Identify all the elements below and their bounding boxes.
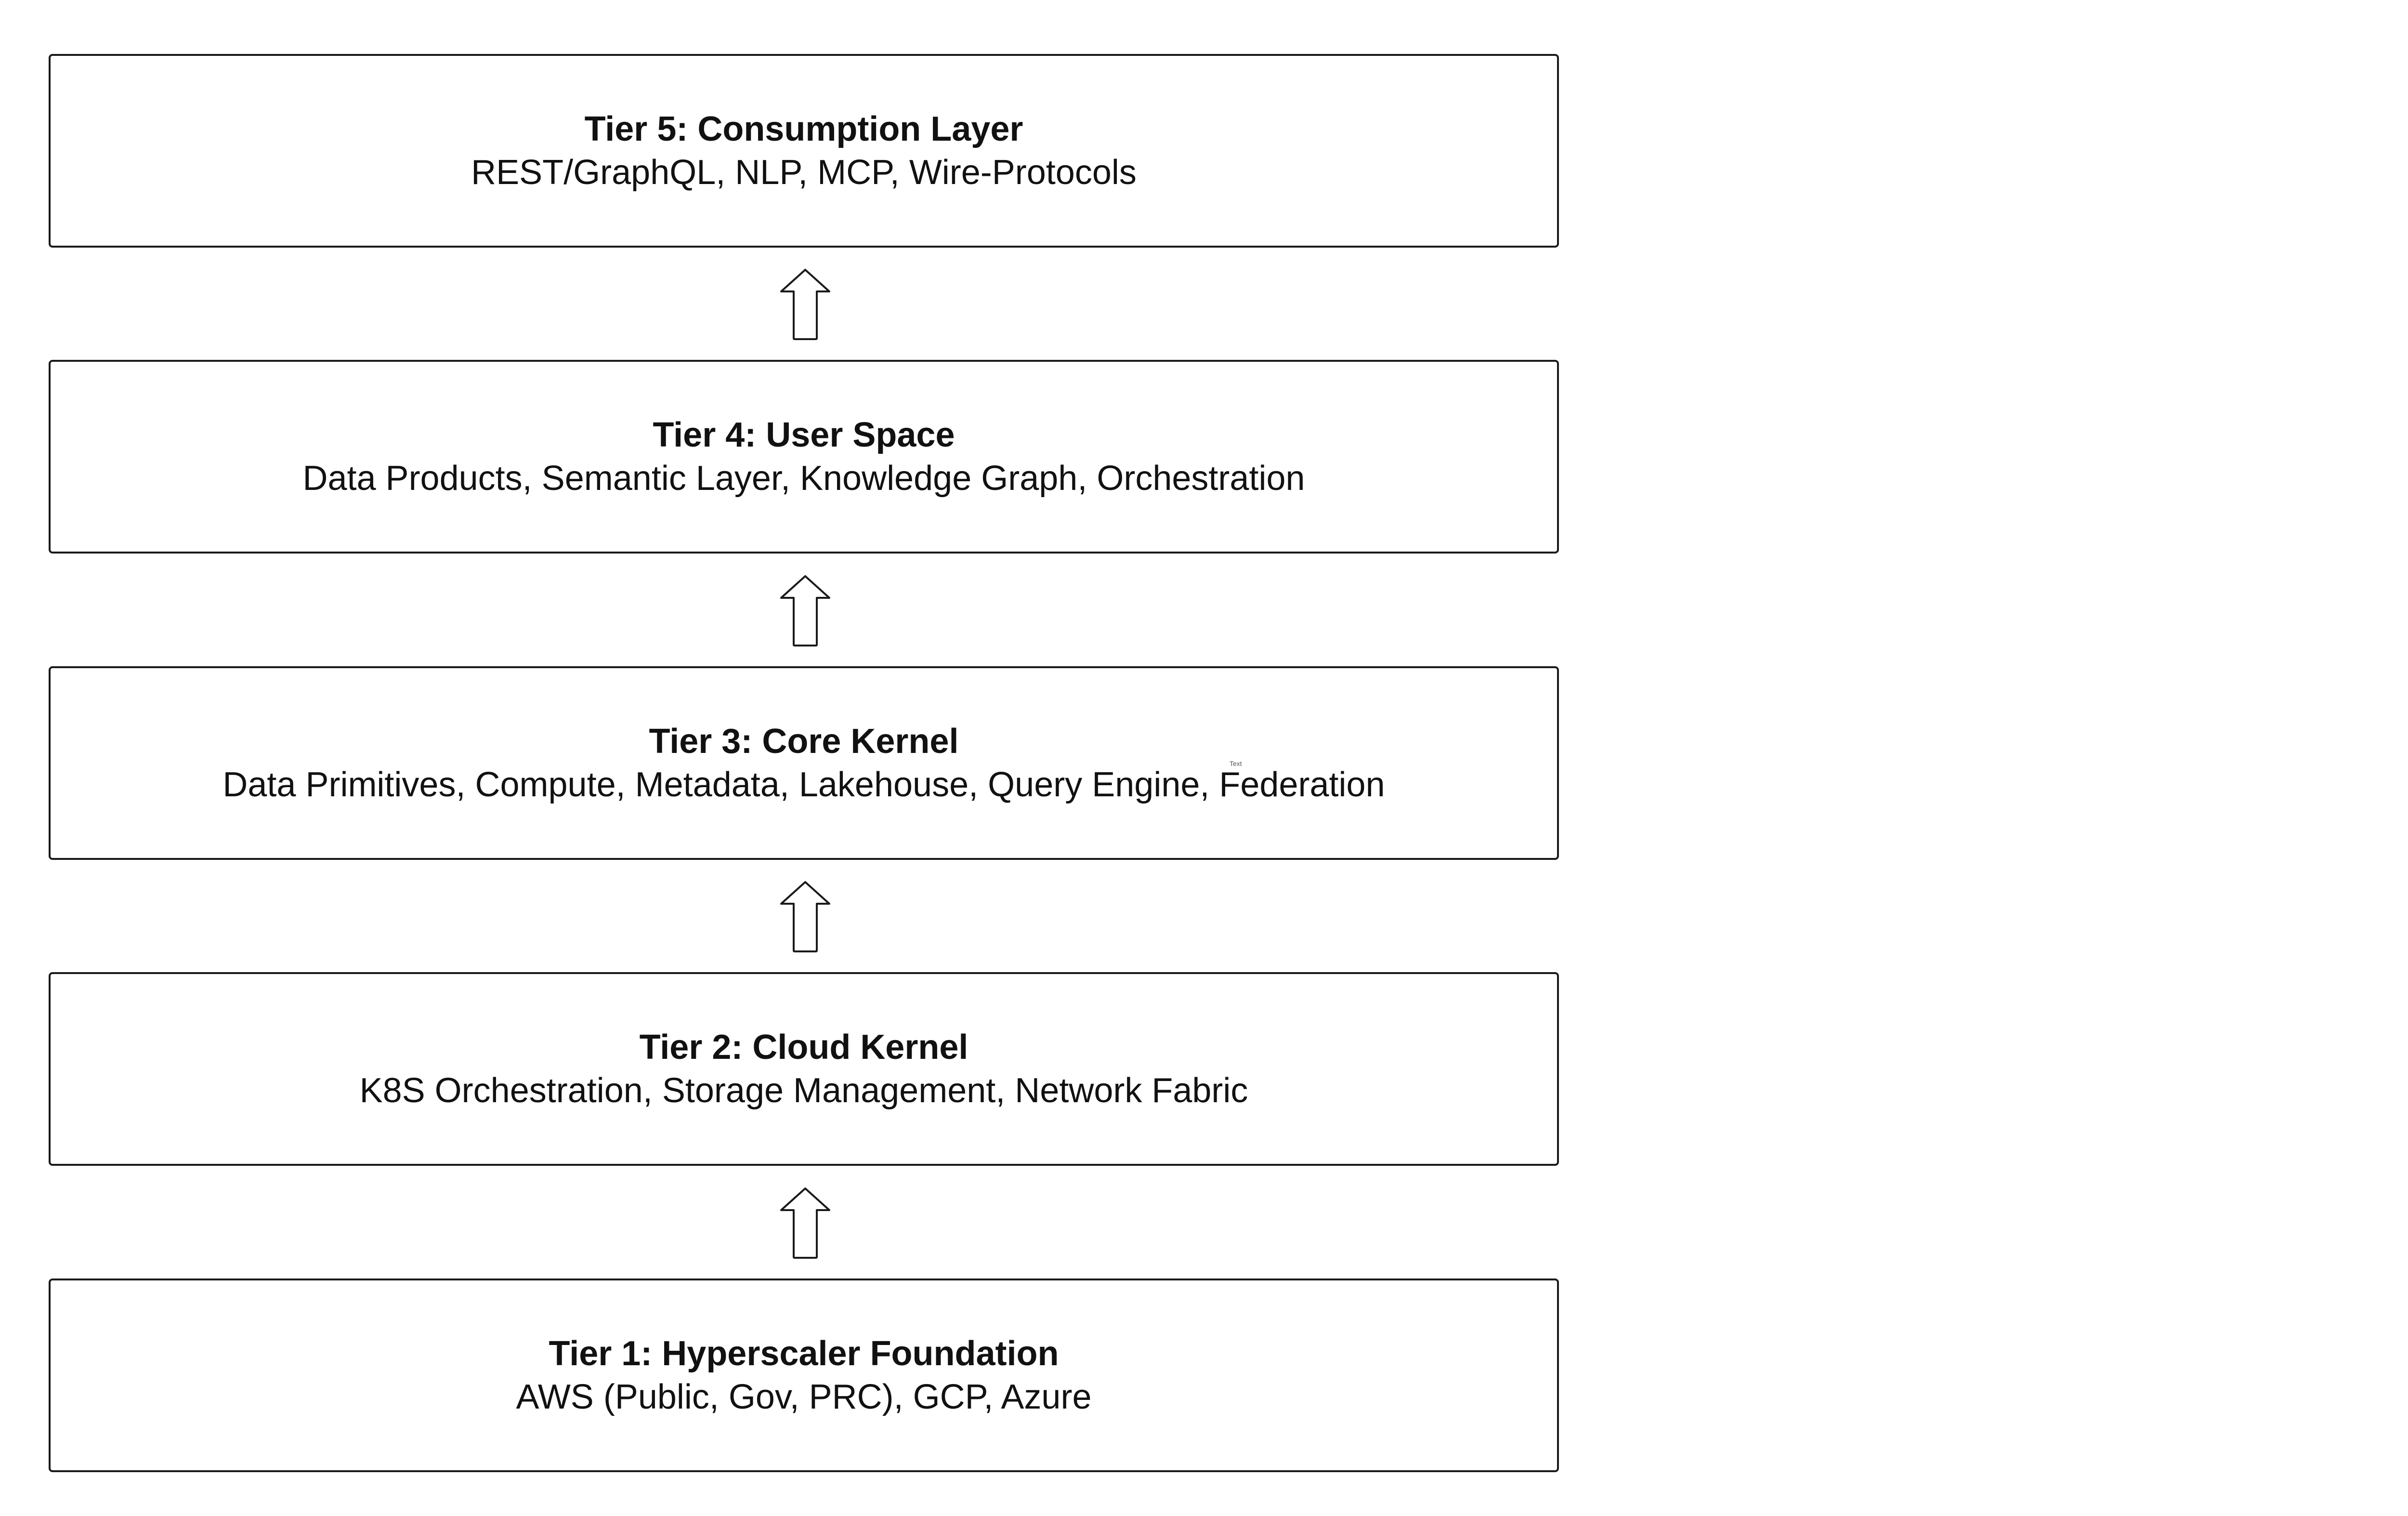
tier-2-description: K8S Orchestration, Storage Management, N… — [359, 1071, 1248, 1110]
tier-4-box: Tier 4: User Space Data Products, Semant… — [49, 360, 1559, 554]
tier-3-box: Tier 3: Core Kernel Data Primitives, Com… — [49, 666, 1559, 860]
up-arrow-icon — [780, 575, 830, 646]
up-arrow-icon — [780, 269, 830, 340]
tier-1-title: Tier 1: Hyperscaler Foundation — [549, 1334, 1059, 1373]
tier-5-description: REST/GraphQL, NLP, MCP, Wire-Protocols — [471, 153, 1137, 192]
tier-3-title: Tier 3: Core Kernel — [649, 722, 959, 761]
tier-5-box: Tier 5: Consumption Layer REST/GraphQL, … — [49, 54, 1559, 248]
tier-4-description: Data Products, Semantic Layer, Knowledge… — [302, 459, 1305, 498]
tier-5-title: Tier 5: Consumption Layer — [584, 110, 1023, 148]
tier-3-description: Data Primitives, Compute, Metadata, Lake… — [222, 765, 1385, 804]
tier-1-description: AWS (Public, Gov, PRC), GCP, Azure — [516, 1378, 1092, 1416]
tier-2-box: Tier 2: Cloud Kernel K8S Orchestration, … — [49, 972, 1559, 1166]
stray-text-label: Text — [1230, 760, 1242, 767]
up-arrow-icon — [780, 881, 830, 952]
up-arrow-icon — [780, 1187, 830, 1259]
tier-1-box: Tier 1: Hyperscaler Foundation AWS (Publ… — [49, 1279, 1559, 1472]
tier-4-title: Tier 4: User Space — [653, 416, 955, 454]
tier-2-title: Tier 2: Cloud Kernel — [639, 1028, 968, 1067]
